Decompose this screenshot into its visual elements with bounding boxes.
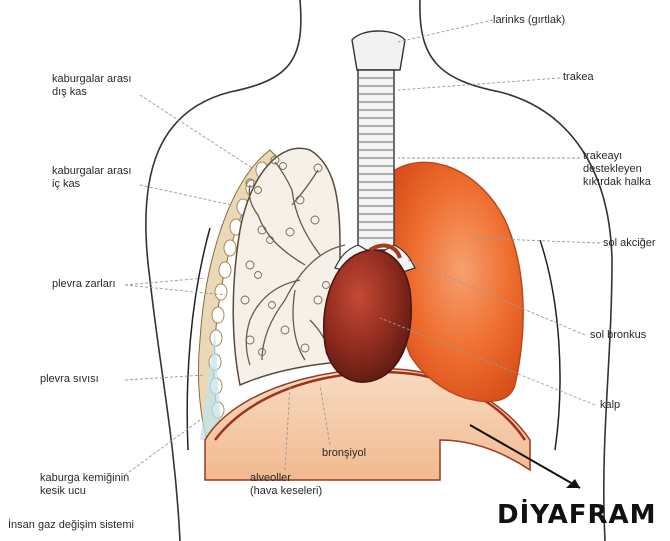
diagram-caption: İnsan gaz değişim sistemi xyxy=(8,519,134,531)
label-tracheal-cartilage: trakeayı destekleyen kıkırdak halka xyxy=(583,150,651,189)
label-pleural-membranes: plevra zarları xyxy=(52,278,116,291)
label-bronchiole: bronşiyol xyxy=(322,447,366,460)
label-heart: kalp xyxy=(600,399,620,412)
label-internal-intercostal: kaburgalar arası iç kas xyxy=(52,165,132,191)
label-diaphragm: DİYAFRAM xyxy=(497,500,657,530)
label-rib-cut-end: kaburga kemiğinin kesik ucu xyxy=(40,472,129,498)
label-alveoli: alveoller (hava keseleri) xyxy=(250,472,322,498)
label-pleural-fluid: plevra sıvısı xyxy=(40,373,99,386)
label-larynx: larinks (gırtlak) xyxy=(493,14,565,27)
label-left-bronchus: sol bronkus xyxy=(590,329,646,342)
label-left-lung: sol akciğer xyxy=(603,237,656,250)
label-external-intercostal: kaburgalar arası dış kas xyxy=(52,73,132,99)
label-trachea: trakea xyxy=(563,71,594,84)
